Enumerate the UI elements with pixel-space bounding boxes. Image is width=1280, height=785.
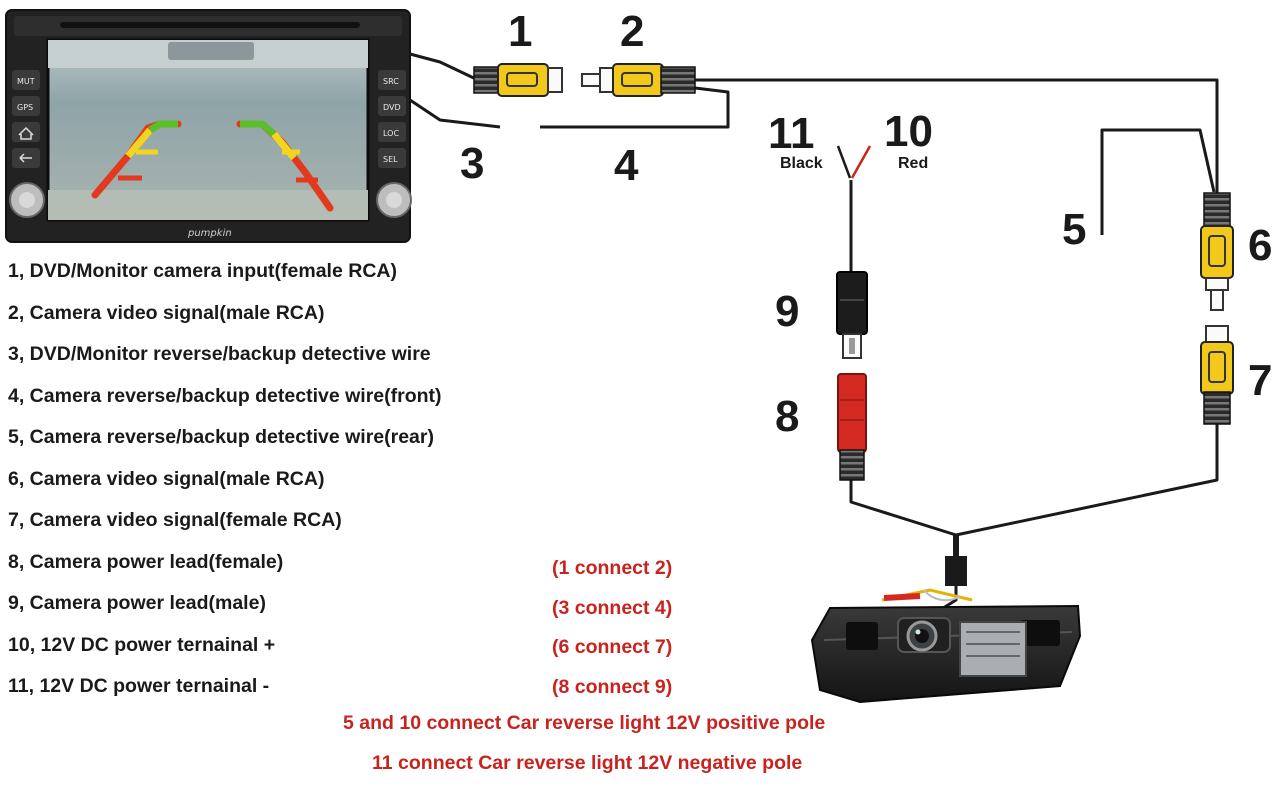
connection-item: (8 connect 9) bbox=[552, 675, 673, 698]
select-button[interactable] bbox=[378, 148, 406, 168]
label-number-9: 9 bbox=[775, 287, 799, 336]
dvd-button-label: DVD bbox=[383, 103, 401, 112]
power-connector-9 bbox=[836, 271, 868, 359]
left-button-column: MUT GPS bbox=[9, 70, 45, 218]
label-number-11: 11 bbox=[768, 109, 815, 158]
dvd-button[interactable] bbox=[378, 96, 406, 116]
wire-video-to-camera bbox=[955, 422, 1219, 537]
local-button-label: LOC bbox=[383, 129, 399, 138]
legend-item: 4, Camera reverse/backup detective wire(… bbox=[8, 384, 442, 407]
wire-video-head-unit bbox=[409, 52, 479, 82]
rear-camera bbox=[810, 556, 1082, 704]
wire-power-camera bbox=[849, 478, 957, 537]
legend-item: 7, Camera video signal(female RCA) bbox=[8, 509, 342, 531]
wire-label-red: Red bbox=[898, 155, 928, 172]
legend-list: 1, DVD/Monitor camera input(female RCA) … bbox=[8, 256, 442, 713]
screen bbox=[46, 38, 370, 222]
wire-black-end bbox=[836, 145, 852, 179]
connection-list: (1 connect 2) (3 connect 4) (6 connect 7… bbox=[552, 552, 672, 710]
label-number-6: 6 bbox=[1248, 221, 1272, 270]
label-number-2: 2 bbox=[620, 7, 644, 56]
wire-reverse-camera-rear bbox=[1100, 128, 1216, 235]
label-number-3: 3 bbox=[460, 139, 484, 188]
rca-connector-6 bbox=[1200, 192, 1234, 311]
home-icon bbox=[18, 126, 34, 140]
rca-connector-7 bbox=[1200, 325, 1234, 425]
select-button-label: SEL bbox=[383, 155, 398, 164]
connection-item: (3 connect 4) bbox=[552, 596, 673, 619]
wire-reverse-camera-front bbox=[540, 86, 730, 129]
wire-label-black: Black bbox=[780, 155, 823, 172]
legend-item: 5, Camera reverse/backup detective wire(… bbox=[8, 426, 434, 448]
legend-item: 3, DVD/Monitor reverse/backup detective … bbox=[8, 343, 431, 365]
mute-button[interactable] bbox=[12, 70, 40, 90]
label-number-1: 1 bbox=[508, 7, 532, 56]
brand-logo: pumpkin bbox=[187, 228, 232, 239]
label-number-10: 10 bbox=[884, 107, 933, 156]
local-button[interactable] bbox=[378, 122, 406, 142]
label-number-5: 5 bbox=[1062, 205, 1086, 254]
power-connector-8 bbox=[837, 373, 867, 481]
source-button[interactable] bbox=[378, 70, 406, 90]
head-unit: MUT GPS SRC DVD LOC SEL pumpkin bbox=[5, 9, 412, 243]
home-button[interactable] bbox=[12, 122, 40, 142]
wire-reverse-head-unit bbox=[409, 98, 501, 129]
wire-red-end bbox=[850, 145, 872, 179]
rca-connector-1 bbox=[473, 63, 563, 97]
rca-connector-2 bbox=[581, 63, 696, 97]
source-button-label: SRC bbox=[383, 77, 399, 86]
right-button-column: SRC DVD LOC SEL bbox=[376, 70, 412, 218]
legend-item: 10, 12V DC power ternainal + bbox=[8, 633, 276, 656]
legend-item: 11, 12V DC power ternainal - bbox=[8, 675, 270, 697]
label-number-4: 4 bbox=[614, 141, 639, 190]
legend-item: 1, DVD/Monitor camera input(female RCA) bbox=[8, 260, 397, 282]
note-negative-pole: 11 connect Car reverse light 12V negativ… bbox=[372, 752, 803, 774]
wire-video-camera bbox=[694, 78, 1219, 195]
back-arrow-icon bbox=[19, 153, 32, 163]
gps-button-label: GPS bbox=[17, 103, 33, 112]
legend-item: 9, Camera power lead(male) bbox=[8, 592, 266, 614]
label-number-7: 7 bbox=[1248, 356, 1272, 405]
gps-button[interactable] bbox=[12, 96, 40, 116]
legend-item: 8, Camera power lead(female) bbox=[8, 550, 284, 573]
legend-item: 2, Camera video signal(male RCA) bbox=[8, 301, 325, 324]
connection-item: (1 connect 2) bbox=[552, 557, 673, 579]
legend-item: 6, Camera video signal(male RCA) bbox=[8, 467, 325, 490]
note-positive-pole: 5 and 10 connect Car reverse light 12V p… bbox=[343, 712, 826, 734]
label-number-8: 8 bbox=[775, 392, 799, 441]
connection-item: (6 connect 7) bbox=[552, 636, 673, 658]
mute-button-label: MUT bbox=[17, 77, 35, 86]
